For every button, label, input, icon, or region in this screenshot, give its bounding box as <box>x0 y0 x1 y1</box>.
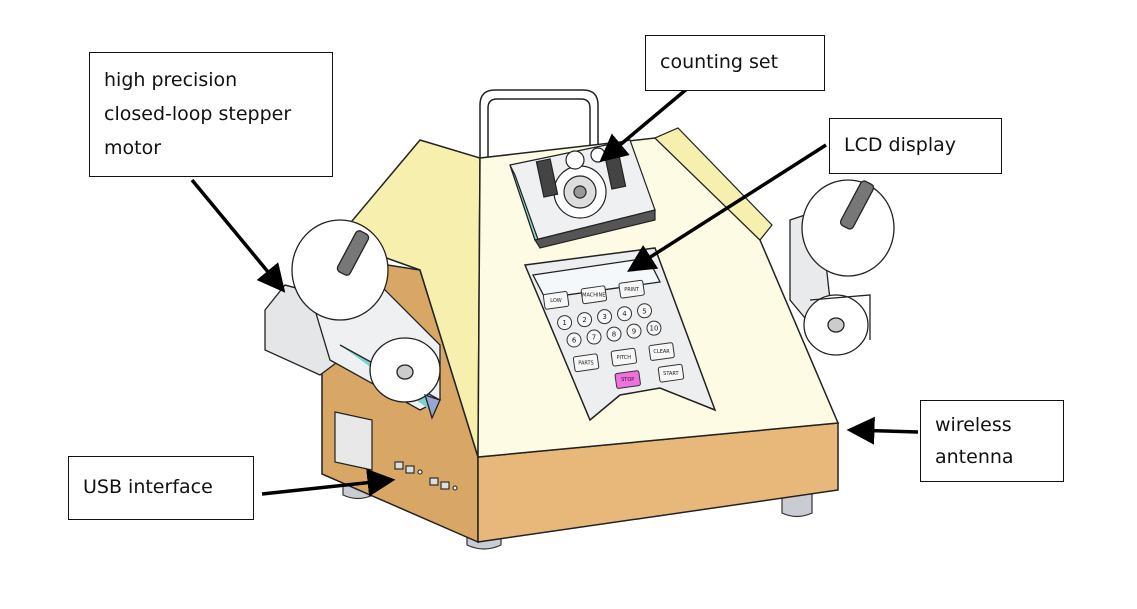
callout-antenna-line-2: antenna <box>935 446 1014 468</box>
callout-counting-set: counting set <box>645 35 825 91</box>
keypad-key-label: PRINT <box>624 287 640 293</box>
callout-usb-line-1: USB interface <box>83 476 213 498</box>
callout-lcd-display: LCD display <box>829 118 1002 174</box>
arrow-motor <box>190 178 286 293</box>
keypad-key-label: STOP <box>621 377 634 383</box>
keypad-key-3[interactable] <box>597 309 613 325</box>
keypad-key-label: LOW <box>550 298 562 304</box>
keypad-key-label: 9 <box>632 328 636 336</box>
keypad-key-label: 6 <box>572 337 577 345</box>
callout-motor-line-3: motor <box>104 137 162 159</box>
callout-motor-line-1: high precision <box>104 69 238 91</box>
keypad-key-2[interactable] <box>577 312 593 328</box>
keypad-key-pitch[interactable] <box>610 347 638 367</box>
top-panel-right <box>653 127 773 241</box>
keypad-key-stop[interactable] <box>614 370 641 389</box>
side-label-plate <box>334 411 373 471</box>
callout-usb-interface: USB interface <box>68 456 254 520</box>
keypad-key-4[interactable] <box>617 306 633 322</box>
keypad-key-label: 3 <box>602 313 606 321</box>
keypad-key-parts[interactable] <box>572 353 600 373</box>
keypad-key-1[interactable] <box>557 315 573 331</box>
keypad-key-5[interactable] <box>637 303 653 319</box>
callout-arrows <box>190 86 919 497</box>
callout-motor-line-2: closed-loop stepper <box>104 103 292 125</box>
keypad-key-6[interactable] <box>566 332 582 348</box>
usb-ports <box>394 461 458 491</box>
keypad-key-print[interactable] <box>618 279 645 299</box>
keypad-key-label: 7 <box>592 334 596 342</box>
keypad-key-7[interactable] <box>586 329 602 345</box>
keypad-key-low[interactable] <box>542 291 570 310</box>
keypad-key-label: START <box>663 371 679 377</box>
callout-wireless-antenna: wireless antenna <box>920 400 1064 482</box>
keypad-key-10[interactable] <box>646 320 662 336</box>
arrow-usb <box>261 468 396 497</box>
keypad-key-8[interactable] <box>606 326 622 342</box>
keypad-key-label: 10 <box>650 325 659 333</box>
keypad-key-label: PARTS <box>578 360 593 366</box>
keypad-key-label: 1 <box>562 319 566 327</box>
callout-antenna-line-1: wireless <box>935 414 1012 436</box>
keypad-key-label: 5 <box>642 307 646 315</box>
right-reel-assembly <box>789 179 895 356</box>
keypad-key-label: 8 <box>612 331 616 339</box>
arrow-counting-set <box>599 86 690 163</box>
keypad-key-clear[interactable] <box>648 342 675 361</box>
callout-lcd-line-1: LCD display <box>844 134 956 156</box>
arrow-lcd <box>627 143 827 272</box>
callout-counting-set-line-1: counting set <box>660 51 779 73</box>
callout-motor: high precision closed-loop stepper motor <box>89 52 333 177</box>
keypad-key-label: 4 <box>622 310 627 318</box>
keypad-key-label: CLEAR <box>653 349 670 355</box>
keypad-key-label: 2 <box>582 316 586 324</box>
keypad-key-9[interactable] <box>626 323 642 339</box>
carry-handle <box>479 89 599 158</box>
keypad-key-start[interactable] <box>657 363 685 383</box>
arrow-antenna <box>846 416 919 445</box>
keypad-key-label: MACHINE <box>582 292 605 298</box>
left-reel-assembly <box>264 219 442 420</box>
keypad-key-machine[interactable] <box>580 285 608 305</box>
counting-set-mechanism <box>509 139 656 249</box>
keypad-key-label: PITCH <box>617 355 632 361</box>
